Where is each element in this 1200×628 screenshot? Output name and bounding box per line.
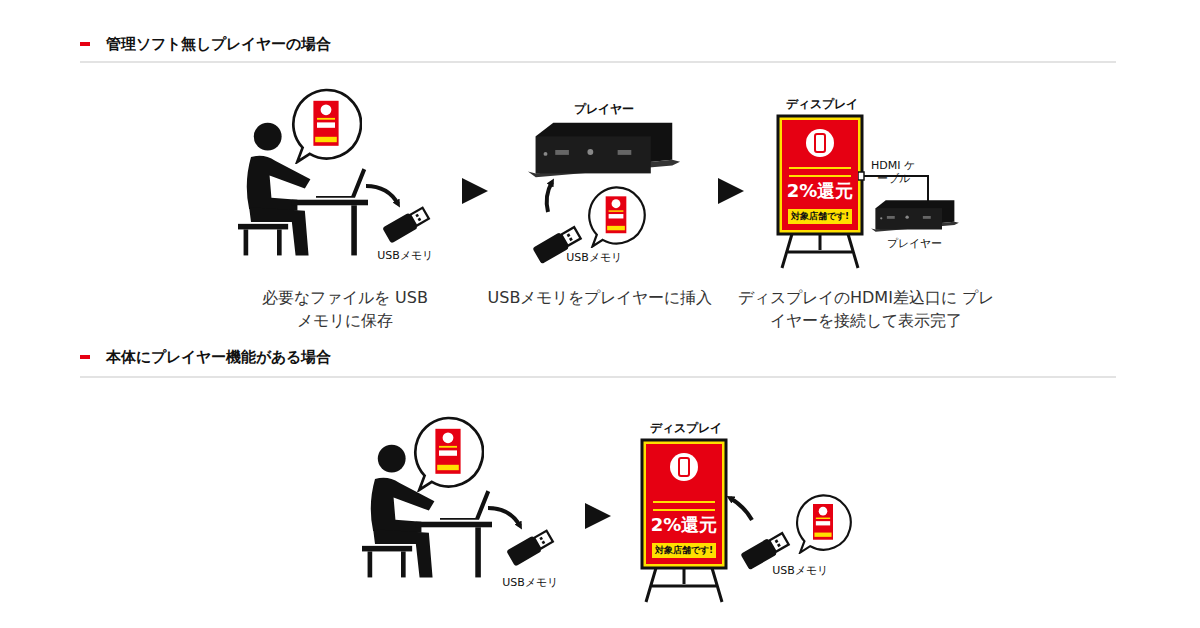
step-caption: ディスプレイのHDMI差込口に プレイヤーを接続して表示完了: [736, 286, 996, 332]
usb-icon: [506, 528, 554, 566]
step-triangle: [585, 503, 611, 529]
hdmi-plug: [858, 172, 864, 180]
part-label: HDMI ケーブル: [867, 160, 919, 185]
display-screen: 2%還元対象店舗です!: [646, 444, 722, 564]
heading-dash: [80, 355, 90, 359]
poster-stripes: [653, 501, 715, 511]
phone-icon: [805, 128, 835, 158]
speech-bubble: [797, 495, 851, 552]
part-label: USBメモリ: [485, 575, 575, 591]
step-caption: USBメモリをプレイヤーに挿入: [470, 286, 730, 309]
poster-banner: 対象店舗です!: [788, 209, 852, 224]
step-caption: 必要なファイルを USBメモリに保存: [260, 286, 430, 332]
part-label: ディスプレイ: [636, 420, 736, 437]
part-label: USBメモリ: [755, 563, 845, 579]
part-label: ディスプレイ: [772, 96, 872, 113]
display-screen: 2%還元対象店舗です!: [782, 120, 858, 230]
player-device: [871, 200, 959, 232]
display-frame: [642, 440, 726, 568]
heading-rule: [80, 61, 1116, 63]
phone-icon: [669, 452, 699, 482]
section-heading: 管理ソフト無しプレイヤーの場合: [106, 34, 506, 56]
part-label: USBメモリ: [549, 250, 639, 266]
section-heading: 本体にプレイヤー機能がある場合: [106, 347, 506, 369]
speech-bubble: [589, 187, 644, 246]
curved-arrow: [488, 508, 520, 526]
part-label: プレイヤー: [869, 236, 959, 252]
curved-arrow: [730, 498, 752, 520]
poster-stripes: [789, 167, 851, 177]
heading-rule: [80, 376, 1116, 378]
step-triangle: [462, 178, 488, 204]
usb-icon: [382, 205, 430, 243]
step-triangle: [718, 178, 744, 204]
part-label: USBメモリ: [360, 248, 450, 264]
poster-headline: 2%還元: [787, 180, 854, 202]
heading-dash: [80, 42, 90, 46]
display-stand: [782, 234, 858, 268]
speech-bubble: [415, 418, 483, 490]
speech-bubble: [293, 90, 361, 162]
curved-arrow: [547, 182, 552, 212]
poster-headline: 2%還元: [651, 514, 718, 536]
part-label: プレイヤー: [554, 101, 654, 118]
poster-banner: 対象店舗です!: [652, 543, 716, 558]
display-stand: [646, 568, 722, 602]
curved-arrow: [366, 186, 398, 204]
display-frame: [778, 116, 862, 234]
player-device: [528, 123, 680, 178]
